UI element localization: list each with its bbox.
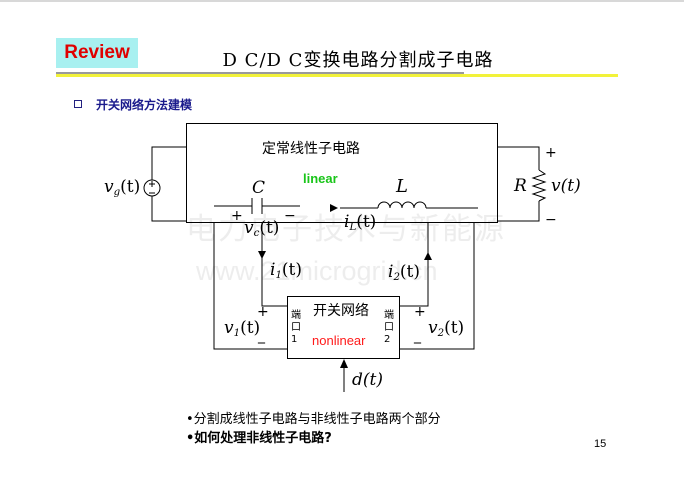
vc-plus-sign: +	[231, 208, 243, 224]
top-rule	[0, 0, 684, 2]
title-rule-yellow	[56, 74, 618, 77]
section-heading: 开关网络方法建模	[96, 98, 193, 112]
vc-label: vc(t)	[244, 218, 280, 240]
resistor-icon	[531, 169, 547, 202]
v-label: v(t)	[551, 176, 581, 196]
i2-label: i2(t)	[388, 262, 421, 284]
port1-inner-wire	[261, 223, 287, 307]
i2-arrow-icon	[424, 252, 432, 260]
il-arrow-icon	[330, 204, 338, 212]
bullet-list: •分割成线性子电路与非线性子电路两个部分 •如何处理非线性子电路?	[186, 410, 441, 448]
port2-label: 端口2	[384, 310, 394, 345]
port1-label: 端口1	[291, 310, 301, 345]
resistor-label: R	[514, 176, 527, 196]
vg-label: vg(t)	[104, 177, 141, 199]
slide-title: D C/D C变换电路分割成子电路	[222, 50, 494, 71]
title-rule-gray	[56, 72, 464, 74]
v-minus-sign: −	[545, 212, 557, 228]
duty-cycle-arrow-icon	[340, 359, 348, 368]
v2-minus-sign: _	[414, 328, 421, 344]
linear-subcircuit-title: 定常线性子电路	[262, 141, 360, 157]
switch-network-box	[287, 296, 400, 359]
i1-arrow-icon	[258, 251, 266, 259]
load-wire-bottom	[497, 201, 540, 222]
bullet-item: •分割成线性子电路与非线性子电路两个部分	[186, 412, 441, 427]
square-bullet-icon	[74, 100, 82, 108]
v2-plus-sign: +	[414, 304, 426, 320]
page-number: 15	[594, 438, 607, 450]
watermark-chinese: 电力电子技术与新能源	[186, 213, 506, 246]
v-plus-sign: +	[545, 145, 557, 161]
duty-cycle-label: d(t)	[352, 370, 383, 390]
voltage-source-icon	[143, 179, 161, 197]
vc-minus-sign: −	[284, 208, 296, 224]
switch-network-title: 开关网络	[313, 303, 369, 319]
v1-plus-sign: +	[257, 304, 269, 320]
capacitor-label: C	[252, 178, 266, 198]
review-badge: Review	[56, 38, 138, 68]
port2-outer-wire	[400, 223, 475, 350]
nonlinear-label: nonlinear	[312, 333, 366, 348]
inductor-label: L	[396, 176, 408, 197]
v1-label: v1(t)	[224, 318, 261, 340]
linear-subcircuit-box	[186, 123, 498, 223]
load-wire-top	[497, 146, 540, 170]
v2-label: v2(t)	[428, 318, 465, 340]
watermark-url: www.21microgrid.cn	[196, 256, 438, 286]
port1-outer-wire	[213, 223, 287, 350]
i1-label: i1(t)	[270, 260, 303, 282]
il-label: iL(t)	[344, 212, 377, 234]
bullet-item: •如何处理非线性子电路?	[186, 431, 332, 446]
v1-minus-sign: _	[258, 328, 265, 344]
linear-label: linear	[303, 171, 338, 186]
port2-inner-wire	[400, 223, 429, 307]
inductor-coil-icon	[377, 201, 427, 209]
